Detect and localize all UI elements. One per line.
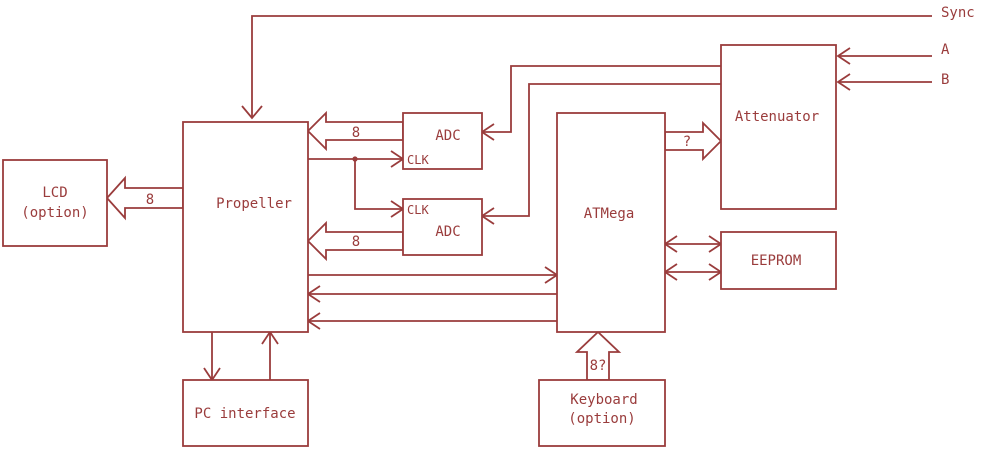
atmega-block xyxy=(556,112,666,333)
sync-label: Sync xyxy=(941,5,975,21)
keyboard-block xyxy=(538,379,666,447)
lcd-bus-arrow xyxy=(105,175,184,221)
clk-junction xyxy=(352,156,358,162)
attenuator-bus-label: ? xyxy=(683,134,691,150)
clk-top-label: CLK xyxy=(407,153,429,167)
input-b-arrowhead xyxy=(836,73,851,91)
attenuator-to-adc-bottom-wire xyxy=(482,83,721,217)
clk-bottom-wire xyxy=(354,159,403,210)
keyboard-label: Keyboard xyxy=(570,392,637,408)
attenuator-block xyxy=(720,44,837,210)
keyboard-sublabel: (option) xyxy=(568,411,635,427)
attenuator-bus-arrow xyxy=(664,120,723,162)
lcd-label: LCD xyxy=(42,185,67,201)
input-b-label: B xyxy=(941,72,949,88)
pc-interface-label: PC interface xyxy=(194,406,295,422)
adc-top-bus-arrow xyxy=(306,110,404,152)
input-a-arrowhead xyxy=(836,47,851,65)
lcd-bus-label: 8 xyxy=(146,192,154,208)
pc-interface-block xyxy=(182,379,309,447)
eeprom-block xyxy=(720,231,837,290)
keyboard-bus-label: 8? xyxy=(590,358,607,374)
sync-arrowhead xyxy=(241,105,263,120)
attenuator-label: Attenuator xyxy=(735,109,819,125)
sync-wire xyxy=(251,15,932,118)
atmega-label: ATMega xyxy=(584,206,635,222)
lcd-sublabel: (option) xyxy=(21,205,88,221)
clk-bottom-label: CLK xyxy=(407,203,429,217)
adc-bottom-bus-label: 8 xyxy=(352,234,360,250)
adc-top-label: ADC xyxy=(435,128,460,144)
adc-bottom-block xyxy=(402,198,483,256)
adc-top-bus-label: 8 xyxy=(352,125,360,141)
attenuator-to-adc-top-wire xyxy=(482,65,721,133)
input-a-label: A xyxy=(941,42,950,58)
adc-top-block xyxy=(402,112,483,170)
adc-bottom-bus-arrow xyxy=(306,220,404,262)
keyboard-bus-arrow xyxy=(574,330,622,381)
adc-bottom-label: ADC xyxy=(435,224,460,240)
propeller-label: Propeller xyxy=(216,196,292,212)
propeller-block xyxy=(182,121,309,333)
eeprom-label: EEPROM xyxy=(751,253,802,269)
lcd-block xyxy=(2,159,108,247)
